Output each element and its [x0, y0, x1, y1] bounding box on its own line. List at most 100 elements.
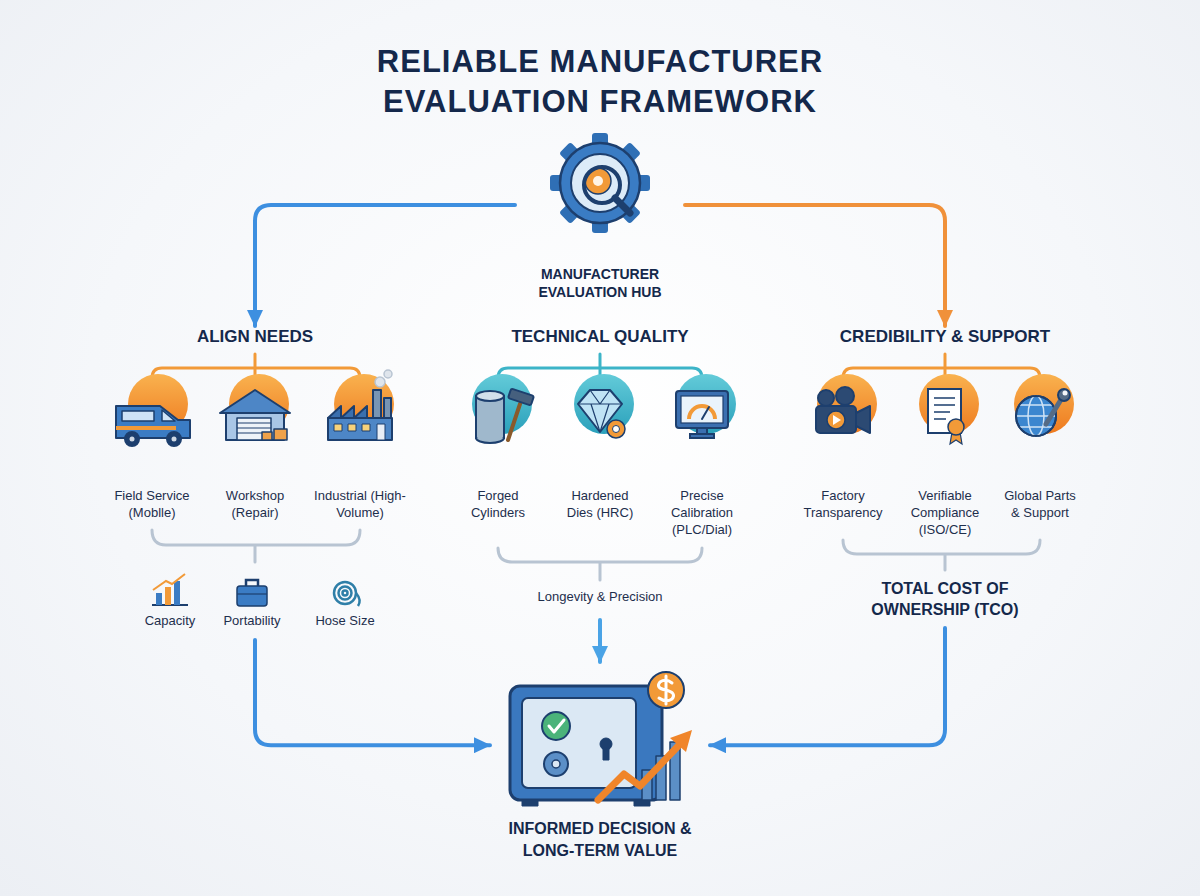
factory-icon: [373, 390, 381, 418]
safe-icon: [634, 800, 650, 806]
portability-icon: [237, 586, 267, 606]
group-bracket: [152, 354, 1040, 580]
globe-icon: [1046, 398, 1062, 424]
safe-icon: [549, 720, 564, 732]
cylinder-icon: [476, 396, 504, 438]
calibration-icon: [676, 391, 728, 438]
capacity-icon: [174, 581, 180, 605]
van-icon: [162, 410, 175, 421]
node-label: Workshop (Repair): [205, 487, 305, 521]
icon-node: Factory Transparency: [798, 375, 888, 545]
node-label: Field Service (Moblle): [102, 487, 202, 521]
factory-icon: [384, 370, 392, 378]
safe-icon: [552, 760, 560, 768]
node-footer: TOTAL COST OF OWNERSHIP (TCO): [845, 578, 1045, 620]
diamond-icon: [613, 426, 620, 433]
node-label: TECHNICAL QUALITY: [440, 326, 760, 348]
portability-icon: [237, 580, 267, 606]
factory-icon: [384, 398, 391, 418]
icon-node: Hardened Dies (HRC): [562, 375, 638, 545]
hub-node: MANUFACTURER EVALUATION HUB: [515, 130, 685, 302]
safe-icon: [542, 712, 570, 740]
outcome-node: INFORMED DECISION & LONG-TERM VALUE: [490, 662, 710, 870]
globe-icon: [1016, 389, 1070, 436]
calibration-icon: [676, 391, 728, 428]
factory-icon: [375, 377, 385, 387]
workshop-icon: [237, 418, 271, 440]
camera-icon: [816, 406, 856, 433]
certificate-icon: [948, 419, 964, 435]
capacity-icon: [153, 574, 185, 590]
icon-node: Global Parts & Support: [1000, 375, 1080, 545]
icon-node: Precise Calibration (PLC/Dial): [660, 375, 744, 545]
node-label: CREDIBILITY & SUPPORT: [790, 326, 1100, 348]
camera-icon: [836, 387, 854, 405]
globe-icon: [1058, 389, 1070, 401]
hub-gear-icon: [550, 133, 650, 233]
connector-arrow: [685, 205, 945, 326]
capacity-icon: [152, 574, 188, 605]
group-bracket: [152, 530, 360, 562]
certificate-icon: [928, 389, 964, 444]
van-icon: [130, 437, 135, 442]
node-footer: Longevity & Precision: [440, 588, 760, 605]
calibration-icon: [690, 434, 714, 438]
portability-icon: [246, 580, 258, 586]
van-icon: [116, 426, 176, 430]
hub-gear-icon: [560, 143, 640, 223]
node-label: INFORMED DECISION & LONG-TERM VALUE: [490, 818, 710, 862]
hose-icon: [334, 582, 360, 606]
node-label: Precise Calibration (PLC/Dial): [660, 487, 744, 538]
hose-icon: [339, 587, 352, 600]
van-icon: [116, 406, 190, 446]
diamond-icon: [607, 420, 625, 438]
connector-arrow: [710, 628, 945, 745]
camera-icon: [833, 415, 841, 425]
icon-disc: [574, 374, 634, 434]
capacity-icon: [165, 587, 171, 605]
icon-disc: [817, 374, 877, 434]
factory-icon: [328, 418, 392, 440]
node-label: Global Parts & Support: [1000, 487, 1080, 521]
hub-gear-icon: [571, 154, 629, 212]
hub-gear-icon: [615, 198, 630, 213]
factory-icon: [328, 406, 367, 418]
safe-icon: [658, 676, 673, 704]
icon-node: Forged Cylinders: [458, 375, 538, 545]
diagram-title: RELIABLE MANUFACTURER EVALUATION FRAMEWO…: [320, 42, 880, 122]
workshop-icon: [262, 432, 272, 440]
node-label: ALIGN NEEDS: [90, 326, 420, 348]
camera-icon: [827, 411, 845, 429]
hose-icon: [334, 582, 356, 604]
cylinder-icon: [476, 389, 534, 443]
workshop-icon: [220, 390, 290, 413]
connector-arrow: [255, 205, 515, 326]
icon-node: Field Service (Moblle): [102, 375, 202, 545]
group-bracket: [498, 548, 702, 580]
camera-icon: [818, 390, 834, 406]
icon-disc: [676, 374, 736, 434]
node-label: Forged Cylinders: [458, 487, 538, 521]
workshop-icon: [274, 429, 287, 440]
van-icon: [122, 411, 154, 421]
factory-icon: [348, 424, 356, 431]
van-icon: [172, 437, 177, 442]
factory-icon: [377, 424, 385, 440]
icon-node: Industrial (High-Volume): [310, 375, 410, 545]
icon-caption: Hose Size: [300, 612, 390, 629]
safe-icon: [670, 730, 692, 752]
factory-icon: [334, 424, 342, 431]
icon-disc: [919, 374, 979, 434]
safe-icon: [603, 748, 609, 760]
calibration-icon: [681, 396, 723, 423]
calibration-icon: [702, 407, 709, 419]
hose-icon: [343, 591, 348, 596]
cylinder-icon: [508, 404, 520, 440]
connector-arrow: [598, 620, 602, 662]
diamond-icon: [578, 390, 625, 438]
connector-arrow: [255, 640, 490, 745]
camera-icon: [816, 387, 870, 433]
